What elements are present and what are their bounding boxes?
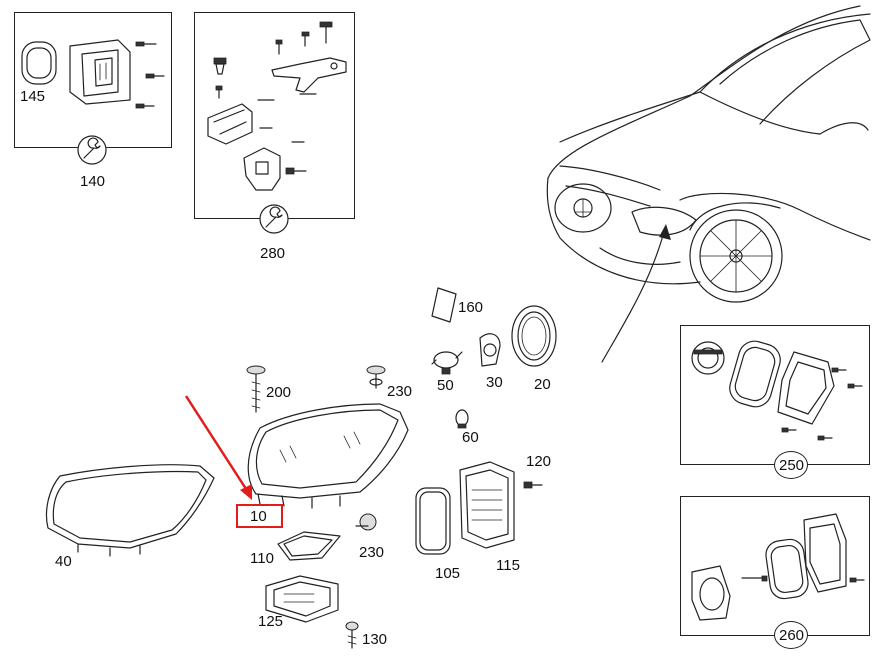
highlight-box-part-10: [236, 504, 283, 528]
part-115-control-unit: [459, 461, 515, 549]
part-105-seal: [415, 487, 451, 555]
part-label-110[interactable]: 110: [250, 550, 274, 567]
part-label-120[interactable]: 120: [526, 453, 552, 470]
part-label-40[interactable]: 40: [55, 553, 72, 570]
part-label-230-top[interactable]: 230: [387, 383, 413, 400]
part-260-module-set: [691, 513, 865, 621]
part-label-145[interactable]: 145: [20, 88, 46, 105]
part-label-160[interactable]: 160: [458, 299, 484, 316]
part-30-bulb-socket: [479, 333, 501, 367]
part-250-module-set: [691, 340, 863, 441]
vehicle-front-view: [546, 5, 871, 303]
part-label-20[interactable]: 20: [534, 376, 551, 393]
part-230-bolt-top: [366, 365, 386, 389]
wrench-icon: [77, 135, 107, 165]
part-label-130[interactable]: 130: [362, 631, 388, 648]
part-label-280[interactable]: 280: [260, 245, 286, 262]
part-120-screw: [523, 481, 543, 489]
part-label-125[interactable]: 125: [258, 613, 284, 630]
part-125-ballast: [265, 575, 339, 623]
screws-140: [135, 41, 165, 109]
part-label-50[interactable]: 50: [437, 377, 454, 394]
part-label-30[interactable]: 30: [486, 374, 503, 391]
highlight-arrow: [184, 395, 252, 500]
part-label-260: 260: [779, 627, 805, 644]
part-label-10[interactable]: 10: [250, 508, 267, 525]
part-160-label: [431, 287, 457, 323]
part-badge-260[interactable]: 260: [774, 621, 808, 649]
part-label-115[interactable]: 115: [496, 557, 520, 574]
part-label-230-bottom[interactable]: 230: [359, 544, 385, 561]
part-130-bolt: [345, 621, 359, 649]
wrench-icon: [259, 204, 289, 234]
part-label-200[interactable]: 200: [266, 384, 292, 401]
part-145-seal-ring: [21, 41, 57, 85]
callout-arrow: [601, 224, 671, 363]
part-200-bolt: [246, 365, 266, 413]
part-badge-250[interactable]: 250: [774, 451, 808, 479]
part-label-250: 250: [779, 457, 805, 474]
part-10-headlight-housing: [247, 403, 409, 509]
part-280-bracket-set: [207, 21, 347, 191]
part-label-60[interactable]: 60: [462, 429, 479, 446]
part-50-bulb: [431, 351, 463, 375]
part-label-140[interactable]: 140: [80, 173, 106, 190]
part-20-rubber-cap: [511, 305, 557, 367]
part-40-lens-cover: [45, 464, 215, 557]
part-label-105[interactable]: 105: [435, 565, 461, 582]
part-140-module-housing: [69, 39, 131, 105]
part-230-bolt-bottom: [355, 513, 377, 531]
part-60-bulb: [455, 409, 469, 429]
part-110-gasket: [277, 531, 341, 561]
